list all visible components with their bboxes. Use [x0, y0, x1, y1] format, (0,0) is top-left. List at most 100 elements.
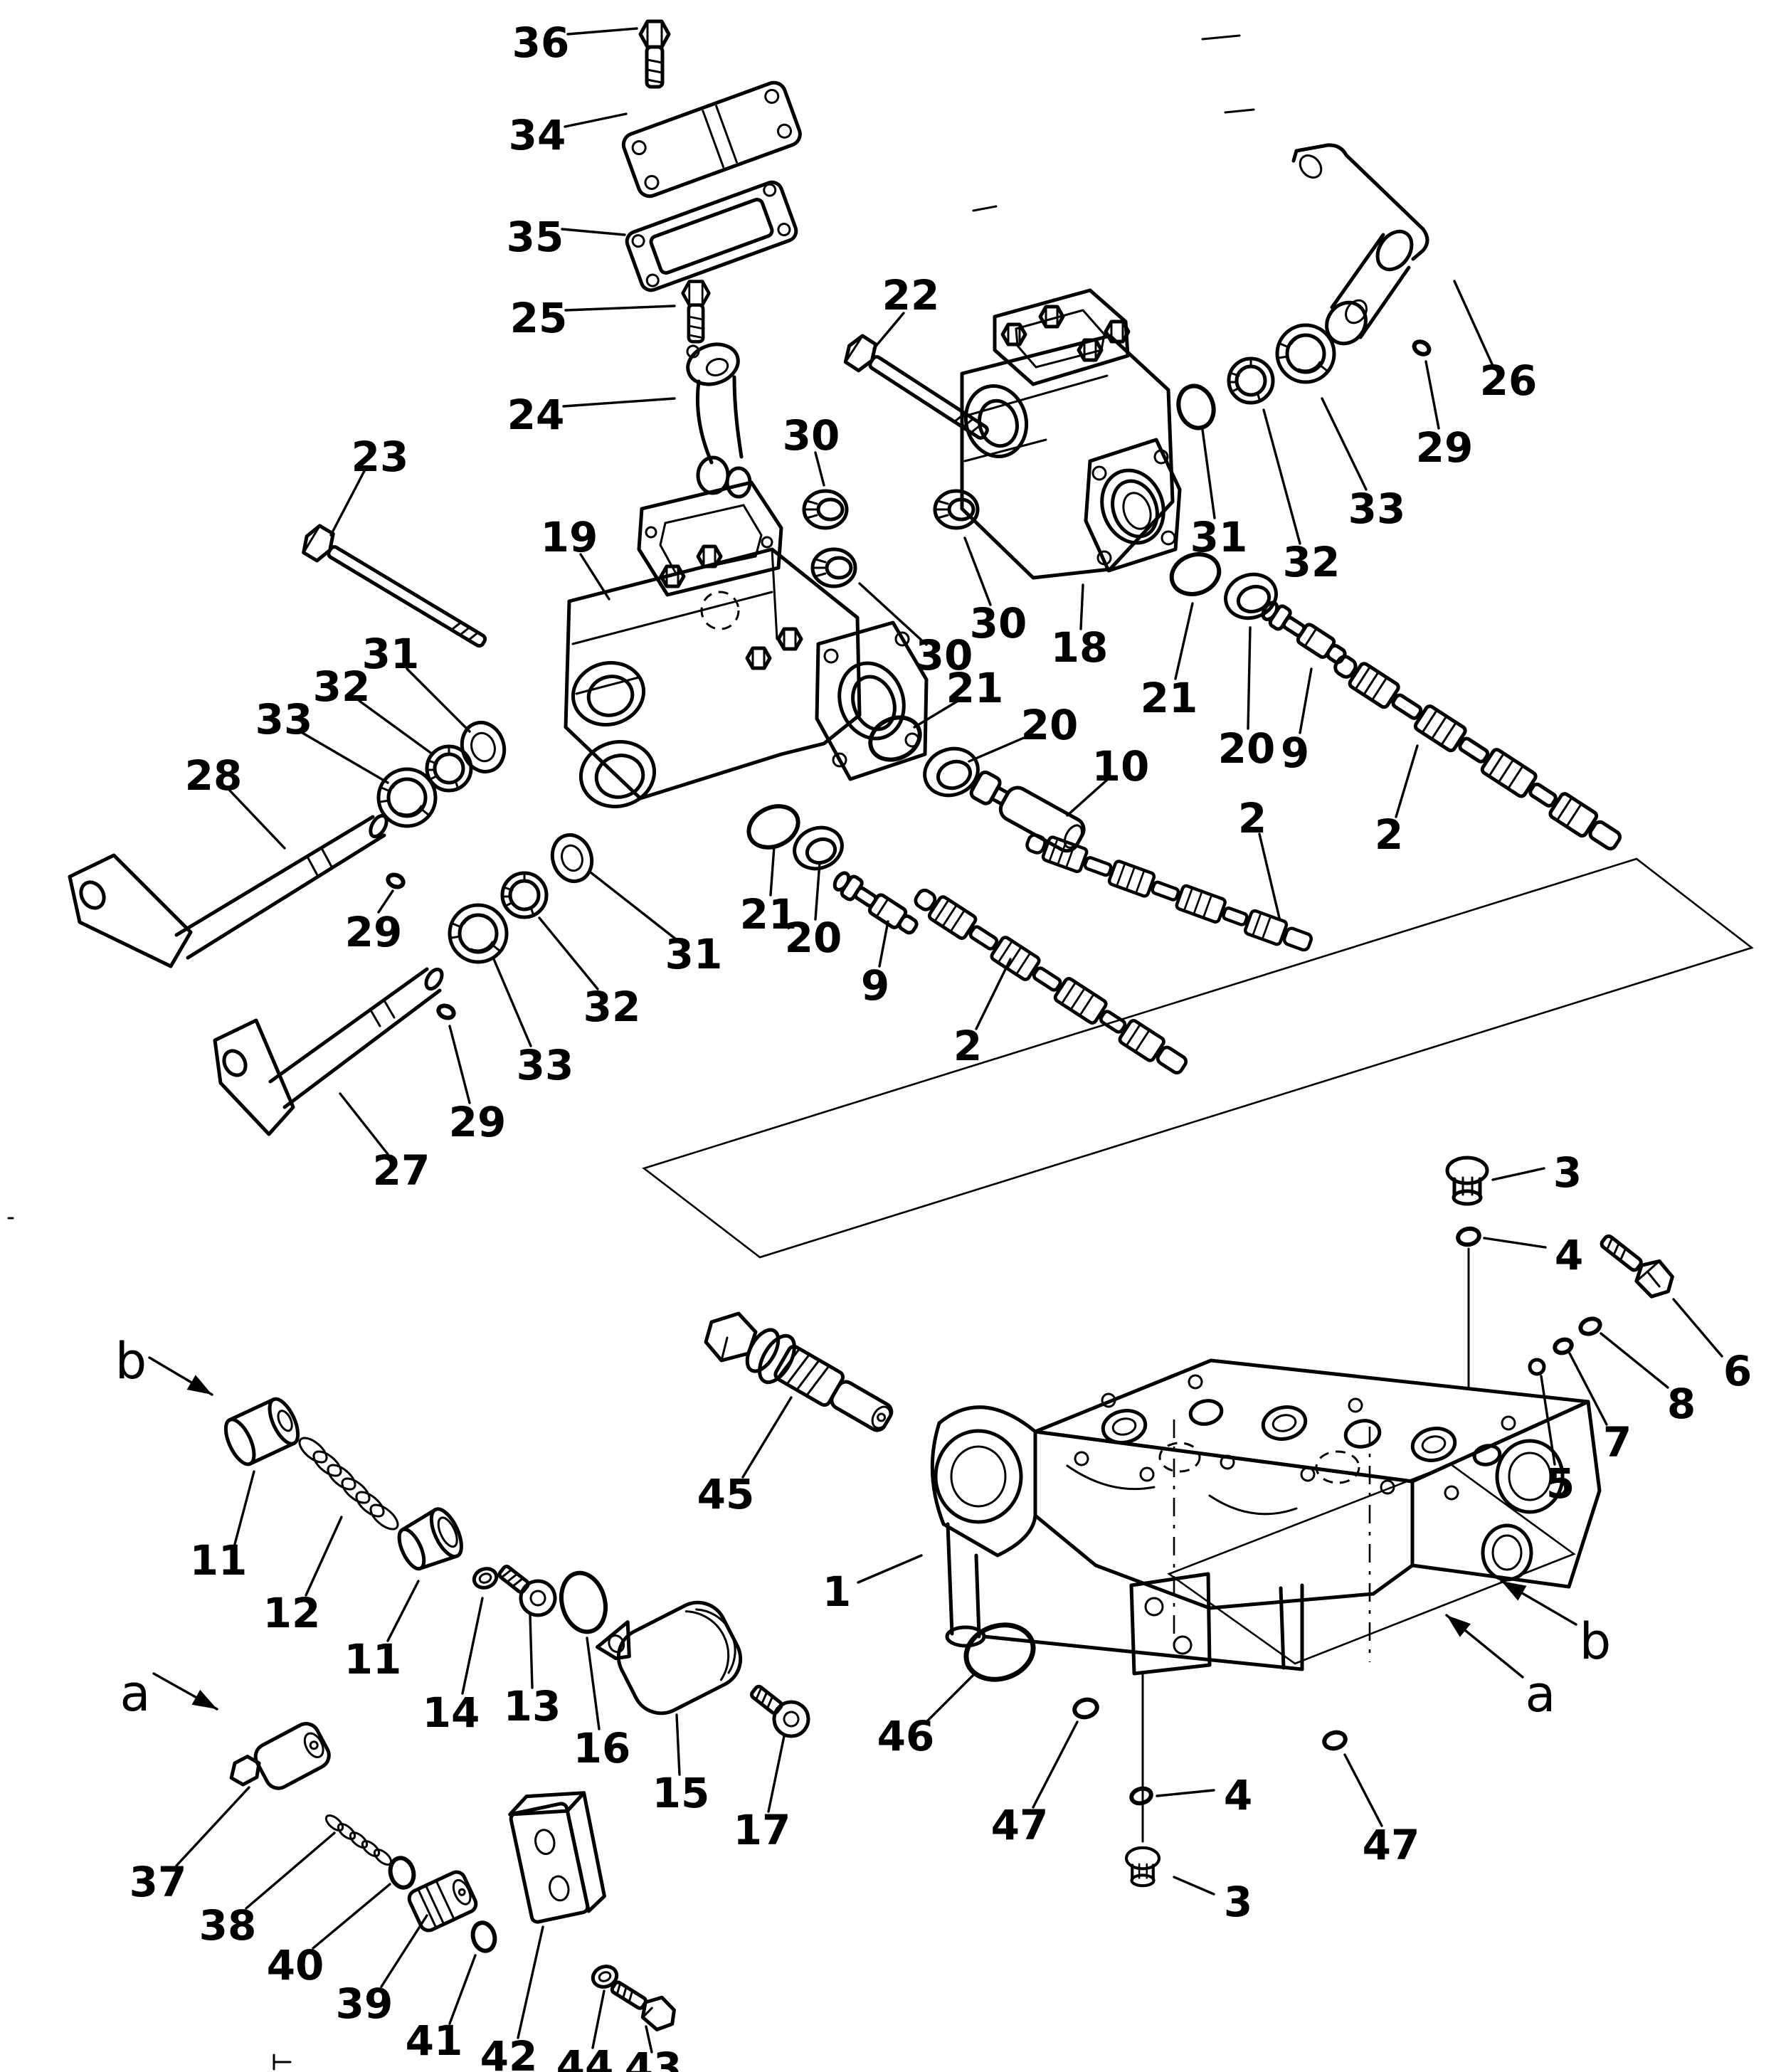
- leader-line-25: [564, 305, 676, 312]
- callout-label-25-3: 25: [510, 294, 568, 342]
- callout-label-36-0: 36: [512, 18, 570, 67]
- part-22-bolt: [843, 334, 989, 440]
- leader-line-47: [1343, 1753, 1383, 1827]
- callout-label-20-27: 20: [785, 914, 842, 962]
- leader-line-2: [1258, 832, 1281, 919]
- leader-line-46: [925, 1672, 976, 1723]
- callout-label-30-9: 30: [970, 599, 1027, 648]
- part-1-valve-body: [930, 1247, 1602, 1843]
- leader-line-31: [406, 667, 471, 733]
- part-42-block: [508, 1791, 606, 1924]
- part-33-bearing-top-right: [1277, 325, 1334, 382]
- part-8-oring: [1578, 1316, 1602, 1336]
- leader-line-31: [589, 871, 677, 941]
- leader-line-35: [561, 228, 626, 236]
- part-9-detent-right: [1259, 598, 1349, 668]
- part-31-oring-top-right: [1176, 384, 1216, 430]
- leader-line-32: [1262, 408, 1301, 545]
- part-3-plug-top: [1447, 1158, 1487, 1204]
- leader-line-11: [386, 1580, 420, 1642]
- part-32-bearing-top-right: [1229, 359, 1273, 403]
- part-35-gasket: [625, 180, 798, 292]
- callout-label-41-64: 41: [406, 2016, 463, 2065]
- callout-label-12-53: 12: [263, 1589, 321, 1637]
- callout-label-40-62: 40: [267, 1941, 324, 1989]
- callout-label-33-36: 33: [517, 1041, 574, 1089]
- callout-label-35-2: 35: [507, 213, 564, 261]
- callout-label-21-28: 21: [740, 890, 798, 939]
- callout-label-10-21: 10: [1092, 742, 1150, 791]
- leader-line-43: [645, 2025, 653, 2054]
- leader-line-36: [566, 27, 638, 36]
- callout-label-13-56: 13: [504, 1682, 561, 1730]
- callout-label-43-67: 43: [625, 2044, 682, 2072]
- part-30-bushing-1: [804, 491, 847, 528]
- leader-line-27: [339, 1092, 389, 1156]
- callout-label-1-46: 1: [823, 1568, 851, 1616]
- part-26-lever: [1291, 143, 1429, 346]
- part-32-bearing-lowerleft: [502, 873, 546, 917]
- callout-label-9-26: 9: [861, 961, 889, 1010]
- leader-line-13: [529, 1614, 534, 1689]
- leader-line-26: [1453, 280, 1494, 367]
- part-15-cover: [596, 1600, 743, 1716]
- leader-line-18: [1079, 583, 1084, 630]
- leader-line-21: [769, 845, 776, 897]
- leader-line-20: [814, 861, 821, 921]
- leader-line-33: [492, 958, 532, 1047]
- leader-line-21: [913, 699, 961, 729]
- callout-label-23-6: 23: [351, 433, 409, 481]
- leader-line-1: [857, 1554, 923, 1584]
- part-4-oring-bottom: [1129, 1786, 1153, 1806]
- part-30-bushing-2: [813, 549, 855, 586]
- callout-label-2-24: 2: [1238, 794, 1267, 842]
- leader-line-30: [963, 536, 992, 606]
- part-19-valve-body: [564, 480, 929, 809]
- part-29-oring-top-right: [1412, 339, 1432, 356]
- leader-line-9: [1299, 667, 1313, 734]
- leader-line-8: [1600, 1332, 1669, 1389]
- part-29-oring-upperleft: [386, 872, 406, 889]
- part-46-oring: [963, 1622, 1036, 1682]
- part-38-spring: [324, 1814, 393, 1866]
- part-21-oring-lowerleft: [746, 804, 800, 850]
- leader-line-5: [1540, 1375, 1556, 1466]
- callout-label-45-45: 45: [697, 1470, 755, 1518]
- leader-line-29: [1424, 360, 1440, 430]
- callout-label-31-38: 31: [665, 930, 723, 978]
- callout-label-32-15: 32: [1283, 538, 1341, 586]
- leader-line-31: [1201, 428, 1216, 519]
- leader-line-33: [301, 731, 389, 784]
- part-11-cap-b: [397, 1507, 463, 1571]
- callout-label-2-23: 2: [1375, 810, 1403, 859]
- part-21-oring-right: [1169, 552, 1222, 596]
- callout-label-19-7: 19: [541, 513, 598, 561]
- part-4-oring-top: [1456, 1226, 1481, 1247]
- callout-label-24-4: 24: [507, 391, 565, 439]
- callout-label-39-63: 39: [336, 1980, 393, 2028]
- callout-label-44-66: 44: [556, 2041, 614, 2072]
- callout-label-8-42: 8: [1667, 1380, 1696, 1428]
- leader-line-28: [228, 788, 286, 850]
- callout-label-7-43: 7: [1603, 1418, 1632, 1466]
- leader-line-4: [1483, 1237, 1547, 1249]
- leader-line-38: [245, 1832, 336, 1910]
- part-40-oring: [388, 1856, 416, 1890]
- leader-line-2: [1395, 744, 1419, 818]
- callout-label-17-59: 17: [734, 1806, 791, 1854]
- part-29-oring-lowerleft: [436, 1003, 456, 1020]
- part-5-ball: [1528, 1358, 1546, 1376]
- callout-label-11-54: 11: [344, 1635, 402, 1684]
- part-28-lever-shaft: [68, 813, 388, 968]
- part-20-seal-lowerleft: [793, 825, 844, 871]
- leader-line-32: [538, 916, 599, 990]
- section-frame-a: [642, 857, 1754, 1259]
- part-27-lever-shaft: [213, 967, 444, 1136]
- leader-line-17: [767, 1735, 786, 1813]
- leader-line-3: [1491, 1167, 1545, 1181]
- callout-label-16-57: 16: [573, 1724, 631, 1772]
- callout-label-a-69: a: [120, 1664, 151, 1723]
- part-10-plunger: [969, 770, 1086, 853]
- leader-line-4: [1156, 1789, 1215, 1797]
